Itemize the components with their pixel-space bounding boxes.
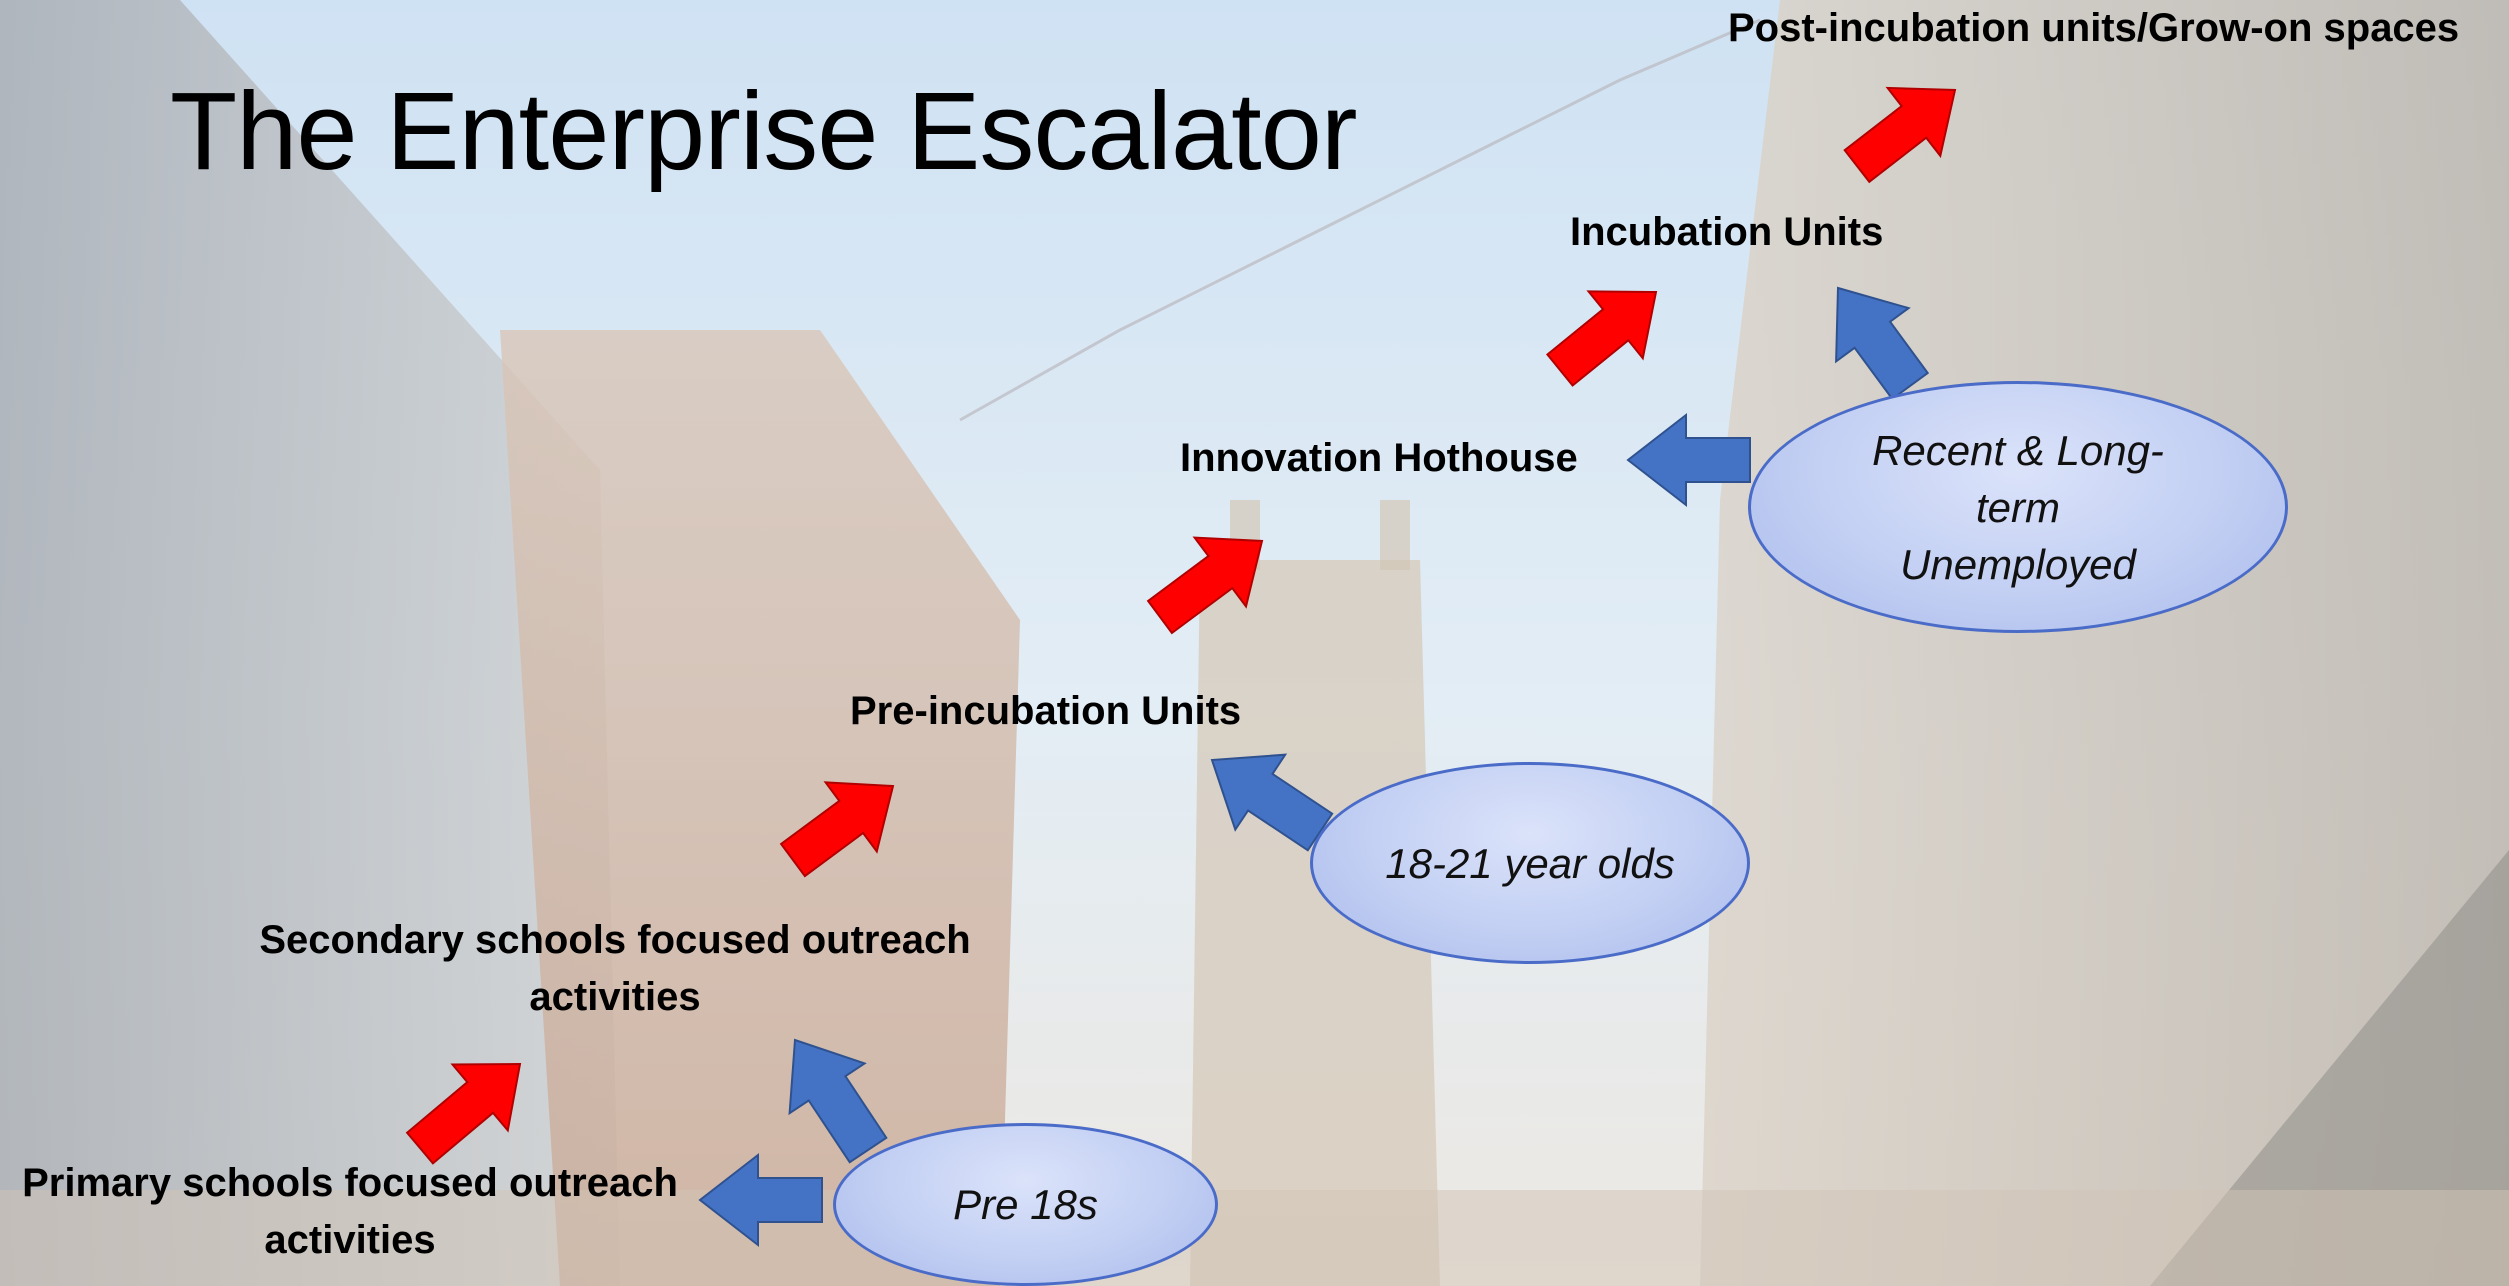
age-18-21-ellipse: 18-21 year olds — [1310, 762, 1750, 964]
entry-arrow-18-21-to-pre-incubation — [1210, 753, 1334, 852]
progress-arrow-hothouse-to-incubation — [1545, 290, 1658, 387]
entry-arrow-unemployed-to-incubation — [1835, 286, 1930, 401]
progress-arrow-secondary-to-pre-incubation — [779, 781, 895, 878]
entry-arrow-unemployed-to-hothouse — [1626, 412, 1751, 508]
unemployed-ellipse: Recent & Long-term Unemployed — [1748, 381, 2288, 633]
age-18-21-label: 18-21 year olds — [1385, 839, 1675, 887]
pre-18s-ellipse: Pre 18s — [833, 1123, 1218, 1286]
innovation-hothouse-label: Innovation Hothouse — [1180, 436, 1578, 480]
post-incubation-label: Post-incubation units/Grow-on spaces — [1728, 6, 2460, 50]
entry-arrow-pre18-to-secondary — [788, 1038, 888, 1164]
primary-schools-label: Primary schools focused outreach activit… — [22, 1161, 678, 1262]
progress-arrow-primary-to-secondary — [405, 1062, 522, 1165]
progress-arrow-pre-incubation-to-hothouse — [1146, 536, 1264, 635]
incubation-units-label: Incubation Units — [1570, 210, 1884, 254]
secondary-schools-label: Secondary schools focused outreach activ… — [259, 918, 971, 1019]
entry-arrow-pre18-to-primary — [698, 1152, 823, 1248]
progress-arrow-incubation-to-post-incubation — [1843, 86, 1957, 184]
pre-incubation-label: Pre-incubation Units — [850, 689, 1242, 733]
pre-18s-label: Pre 18s — [953, 1181, 1098, 1228]
unemployed-label: Recent & Long-term Unemployed — [1872, 426, 2164, 588]
page-title: The Enterprise Escalator — [170, 70, 1358, 193]
